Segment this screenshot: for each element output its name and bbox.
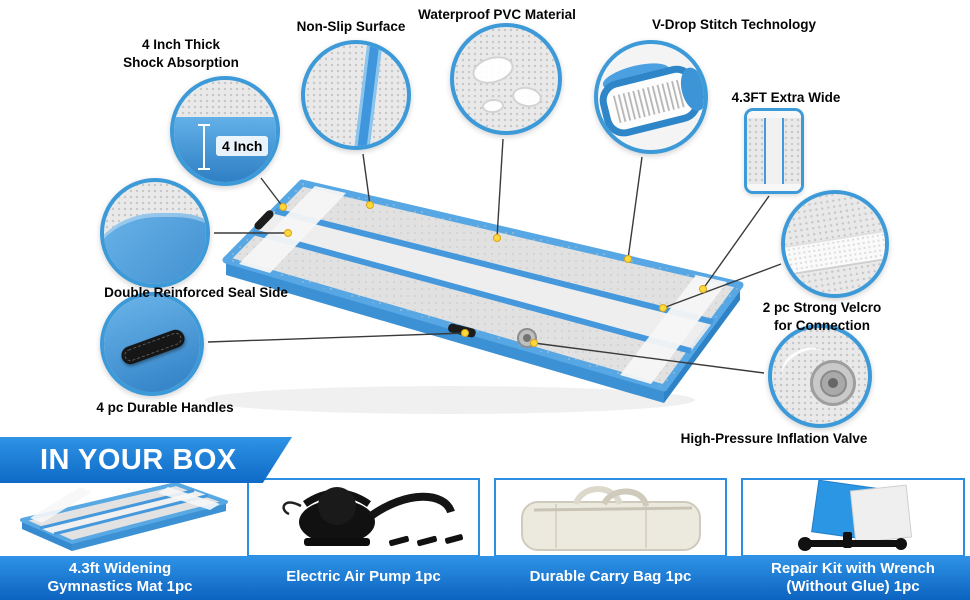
product-label-repair-kit: Repair Kit with Wrench (Without Glue) 1p…	[741, 560, 965, 595]
mat-top-closeup	[174, 80, 276, 117]
mini-mat-end-band	[747, 111, 801, 118]
valve-closeup	[810, 360, 856, 406]
label-vdrop: V-Drop Stitch Technology	[651, 17, 817, 32]
label-extra-wide: 4.3FT Extra Wide	[731, 90, 841, 105]
mini-mat-center-lane	[764, 111, 784, 191]
label-line: Shock Absorption	[123, 54, 239, 70]
blue-stripe-closeup	[353, 44, 384, 146]
label-shock-absorption: 4 Inch Thick Shock Absorption	[123, 36, 239, 71]
water-droplet	[510, 84, 544, 110]
label-line: for Connection	[773, 317, 870, 333]
product-box-air-pump	[247, 478, 480, 557]
mat-center-lane	[253, 211, 713, 351]
callout-velcro	[781, 190, 889, 298]
callout-vdrop-stitch	[594, 40, 708, 154]
product-box-repair-kit	[741, 478, 965, 557]
flat-mat-drawing	[20, 482, 228, 551]
carry-bag-illustration	[521, 486, 701, 551]
mini-mat-end-band	[747, 184, 801, 191]
callout-seal-side	[100, 178, 210, 288]
air-pump-illustration	[282, 487, 464, 547]
water-droplet	[469, 52, 517, 88]
label-line: Repair Kit with Wrench	[771, 560, 935, 577]
callout-handles	[100, 292, 204, 396]
velcro-strips	[785, 194, 885, 294]
product-mat-illustration	[8, 468, 240, 556]
callout-inflation-valve	[768, 324, 872, 428]
drop-stitch-cross-section	[599, 63, 704, 137]
leader-markers	[279, 201, 707, 347]
label-non-slip: Non-Slip Surface	[296, 19, 406, 34]
label-seal-side: Double Reinforced Seal Side	[104, 285, 288, 300]
label-line: 4 Inch Thick	[141, 37, 221, 52]
label-line: (Without Glue) 1pc	[786, 577, 920, 595]
in-your-box-title: IN YOUR BOX	[40, 444, 237, 476]
product-label-pump: Electric Air Pump 1pc	[247, 568, 480, 586]
label-line: Durable Carry Bag 1pc	[529, 568, 692, 585]
sealed-edge-closeup	[104, 212, 206, 284]
label-line: 4.3ft Widening	[68, 560, 172, 577]
mat-shadow	[205, 386, 695, 414]
product-label-mat: 4.3ft Widening Gymnastics Mat 1pc	[0, 560, 240, 595]
water-droplet	[481, 98, 505, 114]
bottom-bar: 4.3ft Widening Gymnastics Mat 1pc Electr…	[0, 556, 970, 600]
in-your-box-banner: IN YOUR BOX	[0, 437, 292, 483]
valve-core	[828, 378, 838, 388]
thickness-value: 4 Inch	[216, 136, 269, 156]
repair-kit-illustration	[798, 479, 913, 551]
mat-velcro-end-bands	[239, 186, 727, 384]
airtrack-mat-illustration	[205, 138, 782, 414]
product-box-carry-bag	[494, 478, 727, 557]
label-waterproof: Waterproof PVC Material	[418, 7, 576, 22]
product-label-bag: Durable Carry Bag 1pc	[494, 568, 727, 586]
wrench	[798, 532, 907, 551]
label-velcro: 2 pc Strong Velcro for Connection	[763, 299, 882, 334]
callout-waterproof-pvc	[450, 23, 562, 135]
label-line: Gymnastics Mat 1pc	[47, 577, 193, 595]
callout-non-slip-surface	[301, 40, 411, 150]
label-inflation-valve: High-Pressure Inflation Valve	[680, 431, 868, 446]
callout-shock-absorption: 4 Inch	[170, 76, 280, 186]
mat-blue-stripes	[252, 208, 714, 354]
label-line: 2 pc Strong Velcro	[762, 300, 882, 315]
measurement-bracket	[198, 124, 210, 170]
label-handles: 4 pc Durable Handles	[96, 400, 234, 415]
valve-ring	[819, 369, 847, 397]
label-line: Electric Air Pump 1pc	[286, 568, 441, 585]
leader-lines	[207, 138, 782, 374]
callout-extra-wide-mat	[744, 108, 804, 194]
